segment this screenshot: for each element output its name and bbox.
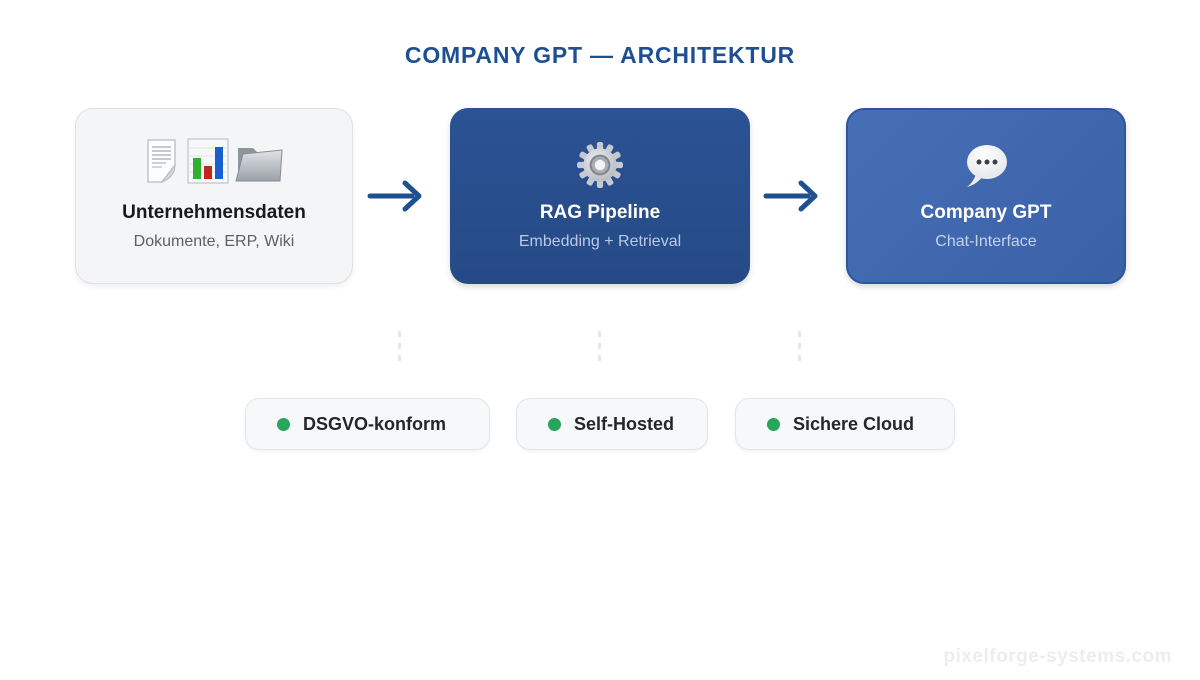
data-source-icons (144, 138, 284, 189)
watermark: pixelforge-systems.com (943, 646, 1172, 667)
green-dot-icon (767, 417, 780, 431)
node-title: RAG Pipeline (539, 202, 661, 223)
flow-arrow-right-icon (762, 176, 822, 221)
node-title: Company GPT (920, 202, 1052, 223)
bar-chart-icon (187, 138, 229, 189)
badge-dsgvo-konform: DSGVO-konform (245, 398, 490, 450)
badge-label: DSGVO-konform (303, 413, 447, 434)
dotted-connector (798, 331, 801, 365)
gear-icon (576, 141, 624, 189)
badge-label: Sichere Cloud (793, 413, 915, 434)
dotted-connector (598, 331, 601, 365)
node-title: Unternehmensdaten (122, 202, 306, 223)
green-dot-icon (548, 417, 561, 431)
dotted-connector (398, 331, 401, 365)
badge-label: Self-Hosted (574, 413, 675, 434)
folder-icon (234, 142, 284, 189)
node-subtitle: Embedding + Retrieval (518, 233, 682, 250)
node-rag-pipeline: RAG Pipeline Embedding + Retrieval (450, 108, 750, 284)
node-unternehmensdaten: Unternehmensdaten Dokumente, ERP, Wiki (75, 108, 353, 284)
badge-sichere-cloud: Sichere Cloud (735, 398, 955, 450)
node-subtitle: Chat-Interface (935, 233, 1037, 250)
page-title: COMPANY GPT — ARCHITEKTUR (404, 42, 796, 68)
document-icon (144, 138, 182, 189)
badge-self-hosted: Self-Hosted (516, 398, 708, 450)
flow-arrow-right-icon (366, 176, 426, 221)
green-dot-icon (277, 417, 290, 431)
node-subtitle: Dokumente, ERP, Wiki (133, 233, 295, 250)
node-company-gpt: Company GPT Chat-Interface (846, 108, 1126, 284)
speech-bubble-icon (962, 141, 1010, 189)
